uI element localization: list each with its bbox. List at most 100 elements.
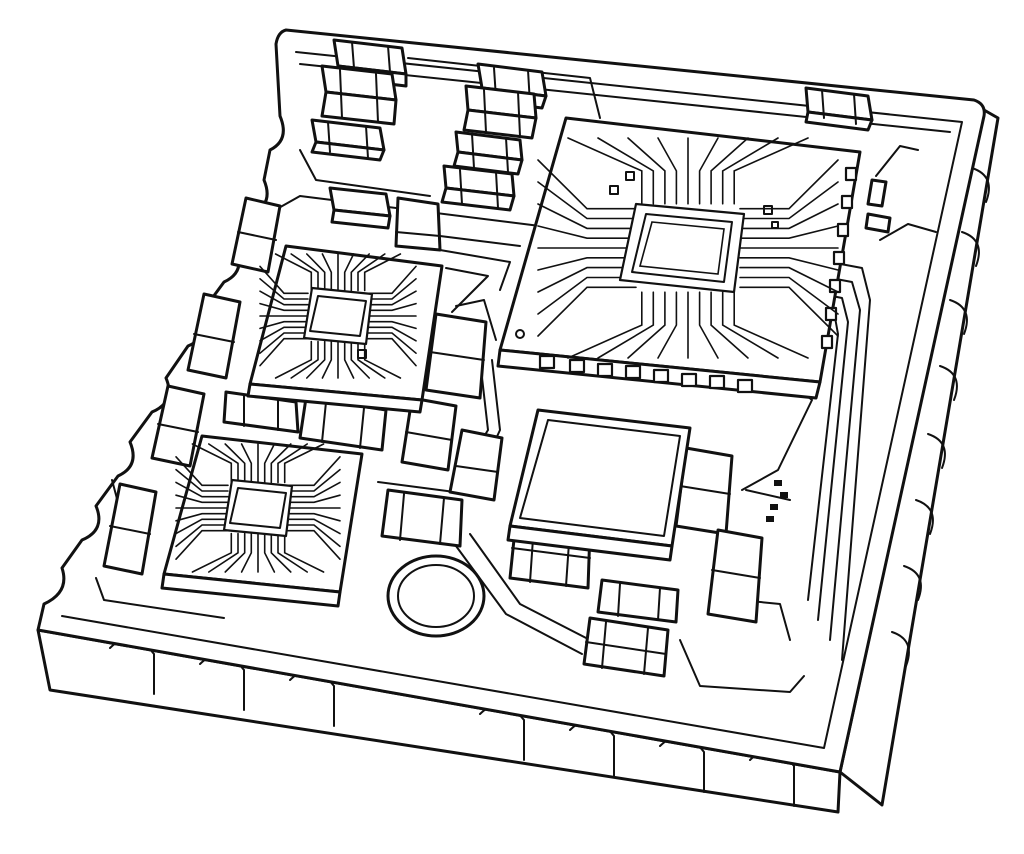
lead-trace	[537, 257, 637, 271]
lead-trace	[175, 481, 229, 498]
lead-trace	[739, 159, 839, 210]
lead-trace	[287, 524, 341, 548]
lead-trace	[175, 529, 229, 560]
lead-trace	[287, 494, 341, 504]
lead-trace	[363, 253, 402, 292]
main-processor	[496, 116, 862, 400]
lead-trace	[306, 253, 326, 292]
mounting-hole	[386, 554, 486, 638]
lead-trace	[287, 456, 341, 487]
chip-u1	[246, 244, 444, 414]
castellation-right	[891, 167, 990, 667]
lead-trace	[277, 443, 308, 484]
lead-trace	[208, 532, 239, 573]
capacitor-c6	[452, 130, 524, 176]
lead-trace	[597, 137, 655, 205]
capacitor-c20	[380, 488, 464, 548]
lead-trace	[259, 265, 309, 295]
lead-trace	[350, 340, 370, 379]
lead-trace	[175, 512, 229, 522]
lead-trace	[321, 340, 333, 379]
lead-trace	[290, 253, 319, 292]
chip-u2	[160, 434, 364, 608]
lead-trace	[739, 266, 839, 293]
lead-trace	[208, 443, 239, 484]
chip-u2-leads	[175, 443, 341, 573]
lead-trace	[710, 291, 749, 359]
lead-trace	[367, 326, 417, 342]
capacitor-c2	[320, 64, 398, 126]
lead-trace	[537, 159, 637, 210]
capacitor-c7	[440, 164, 516, 212]
capacitor-c13	[150, 384, 206, 468]
lead-trace	[739, 225, 839, 239]
lead-trace	[175, 468, 229, 492]
lead-trace	[224, 443, 246, 484]
lead-trace	[259, 302, 309, 312]
lead-trace	[367, 320, 417, 330]
chip-u2-die	[222, 478, 294, 538]
lead-trace	[739, 286, 839, 337]
lead-trace	[306, 340, 326, 379]
lead-trace	[321, 253, 333, 292]
lead-trace	[537, 266, 637, 293]
lead-trace	[739, 181, 839, 220]
capacitor-c25	[582, 616, 670, 678]
capacitor-c3	[310, 118, 386, 162]
lead-trace	[287, 518, 341, 535]
lead-trace	[739, 276, 839, 315]
lead-trace	[537, 203, 637, 230]
lead-trace	[287, 512, 341, 522]
lead-trace	[733, 291, 809, 359]
lead-trace	[191, 532, 233, 573]
lead-trace	[259, 326, 309, 342]
lead-trace	[240, 532, 253, 573]
lead-trace	[537, 225, 637, 239]
substrate-inner-border	[61, 51, 963, 749]
capacitor-c24	[596, 578, 680, 624]
processor-right-pads	[820, 166, 858, 350]
capacitor-c8	[804, 86, 874, 132]
lead-trace	[175, 494, 229, 504]
lead-trace	[343, 340, 355, 379]
resistor-r1	[866, 178, 888, 208]
lead-trace	[274, 340, 313, 379]
lead-trace	[537, 181, 637, 220]
lead-trace	[263, 532, 276, 573]
lead-trace	[367, 265, 417, 295]
lead-trace	[721, 137, 779, 205]
lead-trace	[191, 443, 233, 484]
lead-trace	[367, 278, 417, 300]
lead-trace	[283, 443, 325, 484]
capacitor-c22	[706, 528, 764, 624]
lead-trace	[698, 291, 719, 359]
passive-components	[102, 38, 892, 678]
lead-trace	[739, 257, 839, 271]
capacitor-c18	[400, 396, 458, 472]
lead-trace	[259, 290, 309, 306]
lead-trace	[710, 137, 749, 205]
lead-trace	[627, 137, 666, 205]
lead-trace	[657, 137, 678, 205]
capacitor-c14	[102, 482, 158, 576]
lead-trace	[698, 137, 719, 205]
lead-trace	[627, 291, 666, 359]
lead-trace	[290, 340, 319, 379]
lead-trace	[343, 253, 355, 292]
lead-trace	[357, 253, 386, 292]
lead-trace	[277, 532, 308, 573]
lead-trace	[721, 291, 779, 359]
capacitor-c9	[328, 186, 392, 230]
shield-can	[506, 408, 692, 562]
lead-trace	[270, 532, 292, 573]
lead-trace	[567, 137, 643, 205]
lead-trace	[739, 203, 839, 230]
lead-trace	[657, 291, 678, 359]
lead-trace	[274, 253, 313, 292]
test-pads	[766, 480, 788, 522]
capacitor-c17	[424, 312, 488, 400]
lead-trace	[175, 456, 229, 487]
lead-trace	[263, 443, 276, 484]
